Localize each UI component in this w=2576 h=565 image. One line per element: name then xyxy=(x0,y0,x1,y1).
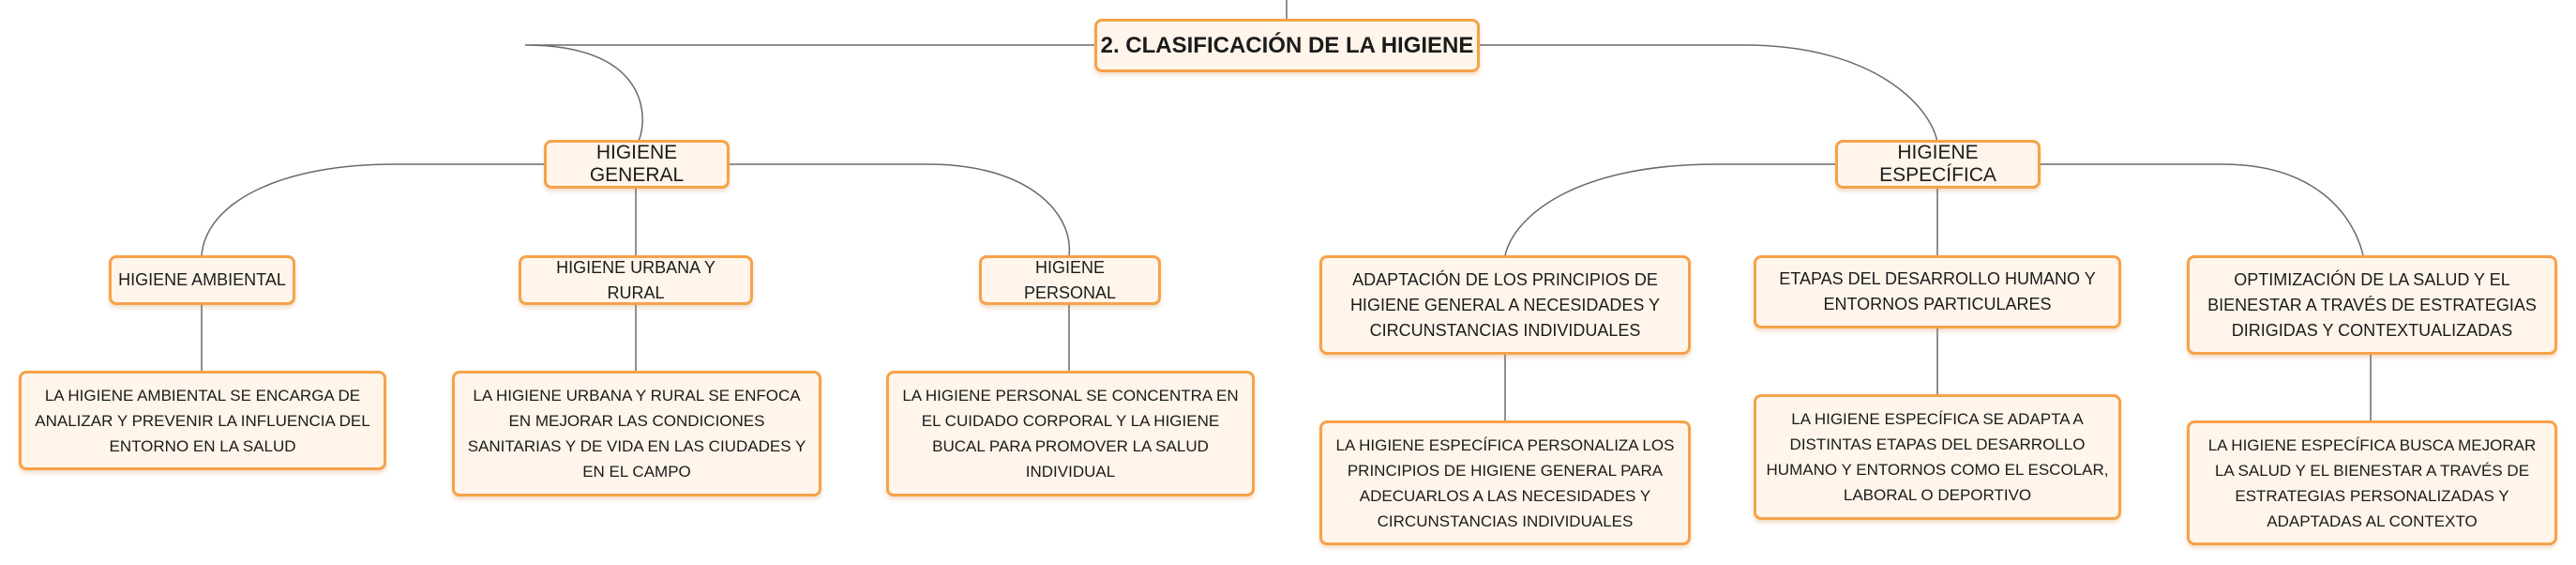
root-node[interactable]: 2. CLASIFICACIÓN DE LA HIGIENE xyxy=(1094,19,1480,72)
higiene-personal-label: HIGIENE PERSONAL xyxy=(1023,257,1117,302)
node-higiene-general[interactable]: HIGIENE GENERAL xyxy=(544,140,730,189)
adaptacion-desc-text: LA HIGIENE ESPECÍFICA PERSONALIZA LOS PR… xyxy=(1335,435,1675,530)
node-optimizacion-desc[interactable]: LA HIGIENE ESPECÍFICA BUSCA MEJORAR LA S… xyxy=(2187,420,2557,545)
node-etapas-desarrollo[interactable]: ETAPAS DEL DESARROLLO HUMANO Y ENTORNOS … xyxy=(1754,255,2121,328)
higiene-especifica-label: HIGIENE ESPECÍFICA xyxy=(1879,142,1996,186)
node-etapas-desc[interactable]: LA HIGIENE ESPECÍFICA SE ADAPTA A DISTIN… xyxy=(1754,394,2121,520)
higiene-urbana-rural-label: HIGIENE URBANA Y RURAL xyxy=(556,257,716,302)
etapas-desarrollo-label: ETAPAS DEL DESARROLLO HUMANO Y ENTORNOS … xyxy=(1779,269,2096,313)
node-higiene-especifica[interactable]: HIGIENE ESPECÍFICA xyxy=(1835,140,2041,189)
link-especifica-adaptacion xyxy=(1504,163,1835,256)
adaptacion-principios-label: ADAPTACIÓN DE LOS PRINCIPIOS DE HIGIENE … xyxy=(1349,269,1661,340)
node-higiene-personal[interactable]: HIGIENE PERSONAL xyxy=(979,255,1161,305)
node-urbana-desc[interactable]: LA HIGIENE URBANA Y RURAL SE ENFOCA EN M… xyxy=(452,371,821,496)
node-adaptacion-desc[interactable]: LA HIGIENE ESPECÍFICA PERSONALIZA LOS PR… xyxy=(1319,420,1691,545)
link-general-personal xyxy=(730,163,1071,256)
link-especifica-optimizacion xyxy=(2041,163,2364,256)
optimizacion-salud-label: OPTIMIZACIÓN DE LA SALUD Y EL BIENESTAR … xyxy=(2207,269,2537,340)
higiene-general-label: HIGIENE GENERAL xyxy=(589,142,685,186)
node-adaptacion-principios[interactable]: ADAPTACIÓN DE LOS PRINCIPIOS DE HIGIENE … xyxy=(1319,255,1691,355)
node-personal-desc[interactable]: LA HIGIENE PERSONAL SE CONCENTRA EN EL C… xyxy=(886,371,1255,496)
optimizacion-desc-text: LA HIGIENE ESPECÍFICA BUSCA MEJORAR LA S… xyxy=(2207,435,2537,530)
node-higiene-urbana-rural[interactable]: HIGIENE URBANA Y RURAL xyxy=(519,255,753,305)
node-optimizacion-salud[interactable]: OPTIMIZACIÓN DE LA SALUD Y EL BIENESTAR … xyxy=(2187,255,2557,355)
link-root-general xyxy=(524,44,1094,144)
ambiental-desc-text: LA HIGIENE AMBIENTAL SE ENCARGA DE ANALI… xyxy=(35,386,370,455)
higiene-ambiental-label: HIGIENE AMBIENTAL xyxy=(118,270,286,289)
node-higiene-ambiental[interactable]: HIGIENE AMBIENTAL xyxy=(109,255,295,305)
link-root-especifica xyxy=(1480,44,1938,144)
personal-desc-text: LA HIGIENE PERSONAL SE CONCENTRA EN EL C… xyxy=(902,387,1239,481)
node-ambiental-desc[interactable]: LA HIGIENE AMBIENTAL SE ENCARGA DE ANALI… xyxy=(19,371,386,470)
urbana-desc-text: LA HIGIENE URBANA Y RURAL SE ENFOCA EN M… xyxy=(467,387,806,481)
link-general-ambiental xyxy=(201,163,544,256)
root-label: 2. CLASIFICACIÓN DE LA HIGIENE xyxy=(1100,32,1474,58)
etapas-desc-text: LA HIGIENE ESPECÍFICA SE ADAPTA A DISTIN… xyxy=(1766,410,2109,504)
